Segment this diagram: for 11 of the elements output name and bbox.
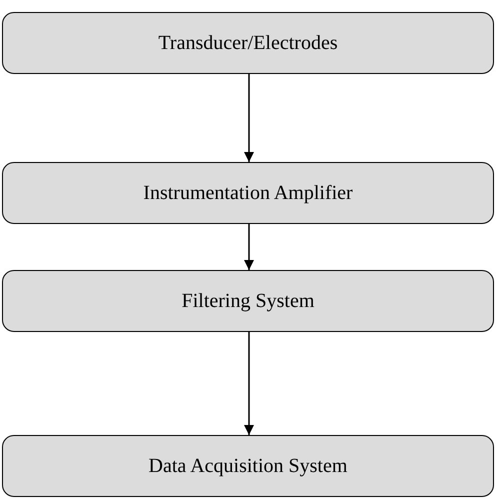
process-box: [2, 270, 494, 332]
box-label: Transducer/Electrodes: [158, 32, 338, 54]
process-box: [2, 12, 494, 74]
box-label: Instrumentation Amplifier: [143, 182, 353, 204]
box-label: Filtering System: [182, 290, 314, 312]
arrow: [244, 224, 254, 270]
process-box: [2, 435, 494, 497]
arrow: [244, 74, 254, 162]
box-label: Data Acquisition System: [148, 454, 348, 478]
process-box: [2, 162, 494, 224]
arrow: [244, 332, 254, 435]
